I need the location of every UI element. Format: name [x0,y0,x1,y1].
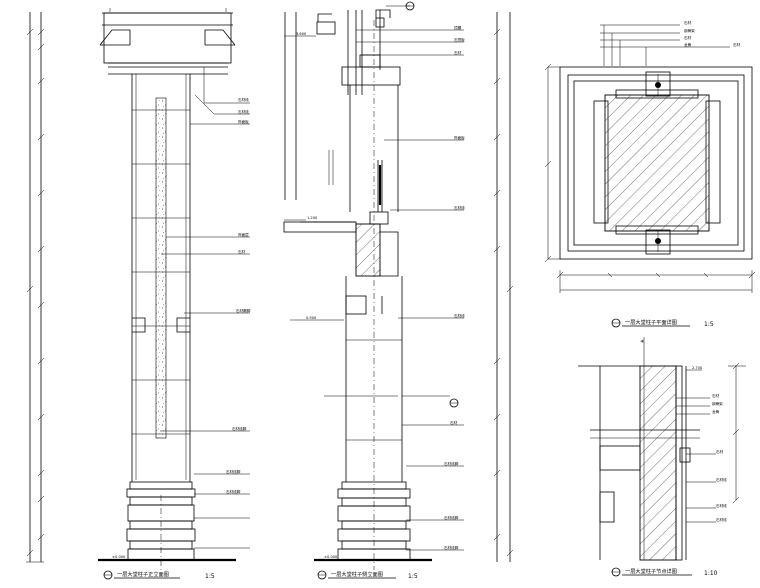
label-a-5: 石材踢脚 [236,308,251,313]
label-b-3: 饰面板 [454,135,465,140]
label-detail-2: 龙骨 [712,409,720,414]
label-detail-0: 石材 [712,393,720,398]
label-b-6: 石材 [450,420,458,425]
scale-plan: 1:5 [704,321,714,328]
top-mark-b: 3.600 [296,32,307,36]
label-plan-3: 龙骨 [684,42,692,47]
label-b-1: 石膏板 [454,37,465,42]
column-front-elevation: 石材线 石材线 饰面板 饰面层 石材 石材踢脚 石材线脚 石材线脚 石材线脚 ±… [98,8,251,580]
label-a-8: 石材线脚 [226,489,241,494]
label-b-4: 石材线 [454,205,465,210]
label-a-1: 石材线 [238,109,249,114]
label-plan-0: 石材 [684,20,692,25]
column-node-detail: ✳ 2.700 石材 钢骨架 龙骨 石材 石材线 [578,337,746,577]
label-a-6: 石材线脚 [232,426,247,431]
mid-mark-b: 0.900 [306,316,317,320]
svg-text:✳: ✳ [640,339,644,345]
label-plan-4: 石材 [733,42,741,47]
title-front-elevation: 一层大堂柱子正立面图 [117,570,169,578]
label-detail-1: 钢骨架 [712,401,723,406]
top-mark-detail: 2.700 [692,366,703,370]
label-b-5: 石材线 [454,313,465,318]
scale-side-elevation: 1:5 [408,573,418,580]
label-plan-1: 钢骨架 [684,28,695,33]
column-side-elevation: 顶棚 石膏板 石材 饰面板 石材线 石材线 石材 石材线脚 石材线脚 石材线脚 … [283,1,465,580]
label-b-7: 石材线脚 [444,461,459,466]
label-b-8: 石材线脚 [444,515,459,520]
label-b-9: 石材线脚 [444,545,459,550]
column-plan-detail: 石材 钢骨架 石材 龙骨 石材 一层大堂柱子平面详图 1:5 [544,20,756,328]
title-plan: 一层大堂柱子平面详图 [625,318,677,326]
label-a-7: 石材线脚 [226,469,241,474]
level-mark-a: ±0.000 [112,555,126,559]
label-detail-6: 石材线 [716,517,727,522]
ledge-mark-b: 1.200 [307,216,318,220]
label-a-0: 石材线 [238,97,249,102]
label-b-2: 石材 [454,50,462,55]
label-a-4: 石材 [238,249,246,254]
scale-detail: 1:10 [704,570,718,577]
label-detail-3: 石材 [716,449,724,454]
title-detail: 一层大堂柱子节点详图 [625,567,677,575]
middle-dimension-strip [493,12,514,562]
label-a-2: 饰面板 [238,119,249,124]
label-detail-4: 石材线 [716,477,727,482]
level-mark-b: ±0.000 [324,555,338,559]
scale-front-elevation: 1:5 [205,573,215,580]
label-plan-2: 石材 [684,35,692,40]
label-b-0: 顶棚 [454,25,462,30]
label-a-3: 饰面层 [238,232,249,237]
label-detail-5: 石材线 [716,503,727,508]
left-dimension-strip [26,12,45,563]
title-side-elevation: 一层大堂柱子侧立面图 [331,570,383,578]
side-elevation-labels: 顶棚 石膏板 石材 饰面板 石材线 石材线 石材 石材线脚 石材线脚 石材线脚 [444,25,465,550]
front-elevation-labels: 石材线 石材线 饰面板 饰面层 石材 石材踢脚 石材线脚 石材线脚 石材线脚 [226,97,251,494]
